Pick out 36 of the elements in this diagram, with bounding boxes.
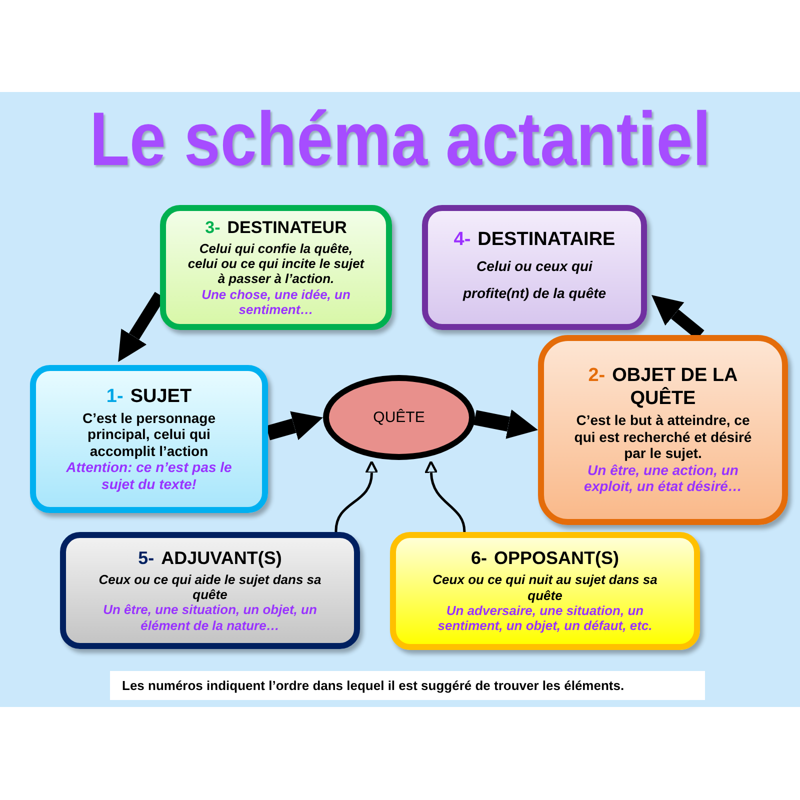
example-text: Une chose, une idée, un sentiment… (200, 286, 352, 318)
actant-box (160, 205, 392, 330)
curved-arrow (424, 460, 466, 532)
description-text: Celui ou ceux qui profite(nt) de la quête (462, 257, 608, 303)
node-heading: DESTINATAIRE (478, 228, 616, 250)
step-number: 6- (470, 548, 487, 568)
node-heading: SUJET (130, 386, 192, 406)
step-number: 4- (454, 228, 471, 250)
example-text: Un être, une action, un exploit, un état désiré… (583, 462, 743, 495)
node-heading: ADJUVANT(S) (161, 548, 282, 568)
title: Le schéma actantiel (89, 96, 711, 183)
step-number: 5- (138, 548, 154, 568)
block-arrow (474, 409, 538, 439)
example-text: Attention: ce n’est pas le sujet du texte! (65, 459, 233, 492)
actant-box (538, 335, 788, 525)
node-heading: OPPOSANT(S) (494, 548, 620, 568)
description-text: Celui qui confie la quête, celui ou ce qui incite le sujet à passer à l’action. (186, 240, 366, 287)
description-text: C’est le personnage principal, celui qui accomplit l’action (81, 410, 217, 460)
step-number: 2- (588, 365, 606, 386)
node-label: QUÊTE (373, 408, 425, 426)
description-text: Ceux ou ce qui nuit au sujet dans sa quête (432, 572, 658, 603)
node-heading: DESTINATEUR (227, 218, 347, 237)
actant-box (422, 205, 647, 330)
step-number: 1- (106, 386, 124, 406)
node-heading: OBJET DE LA QUÊTE (612, 365, 738, 409)
example-text: Un adversaire, une situation, un sentiment, un objet, un défaut, etc. (436, 602, 654, 634)
footnote: Les numéros indiquent l’ordre dans lequel il est suggéré de trouver les éléments. (110, 671, 705, 700)
curved-arrow (334, 460, 378, 532)
actant-box (390, 532, 700, 650)
actant-box (30, 365, 268, 513)
step-number: 3- (205, 218, 220, 237)
description-text: C’est le but à atteindre, ce qui est recherché et désiré par le sujet. (573, 412, 753, 462)
description-text: Ceux ou ce qui aide le sujet dans sa quête (98, 572, 322, 602)
actant-box (60, 532, 360, 649)
example-text: Un être, une situation, un objet, un élément de la nature… (102, 602, 318, 634)
block-arrow (266, 411, 323, 440)
